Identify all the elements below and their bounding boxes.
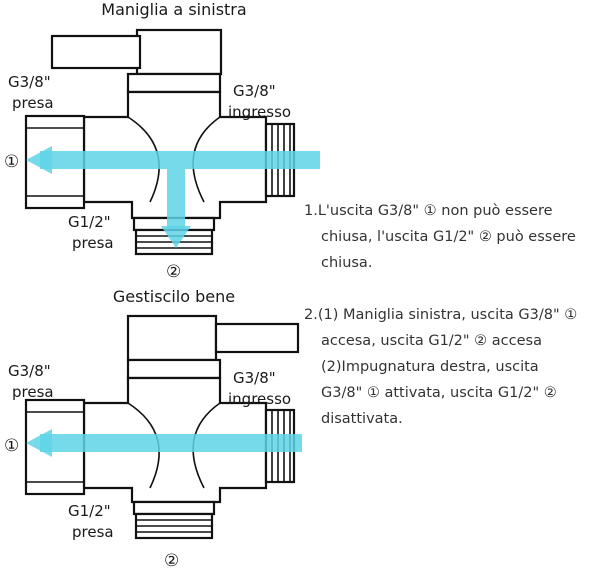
top-handle-lever xyxy=(135,28,223,76)
top-handle-grip xyxy=(50,34,142,70)
top-right-label-type: ingresso xyxy=(228,103,291,121)
bottom-bottom-label-size: G1/2" xyxy=(68,502,111,520)
bottom-flow-arrowhead-left xyxy=(26,429,52,457)
bottom-left-label-size: G3/8" xyxy=(8,362,51,380)
bottom-valve: Gestiscilo bene G3/8" presa G3/8" xyxy=(4,287,302,571)
bottom-right-label-type: ingresso xyxy=(228,390,291,408)
note-2-line: accesa, uscita G1/2" ② accesa xyxy=(321,333,542,349)
note-2-line: disattivata. xyxy=(321,411,403,427)
note-1-line: chiusa. xyxy=(321,255,373,271)
note-1-line: 1.L'uscita G3/8" ① non può essere xyxy=(304,203,553,219)
top-right-label-size: G3/8" xyxy=(233,82,276,100)
top-bottom-label-type: presa xyxy=(72,234,114,252)
top-marker-left: ① xyxy=(4,152,19,172)
top-flow-arrowhead-down xyxy=(161,226,191,248)
note-1: 1.L'uscita G3/8" ① non può essere chiusa… xyxy=(304,198,600,276)
note-1-line: chiusa, l'uscita G1/2" ② può essere xyxy=(321,229,576,245)
top-flow-vertical xyxy=(167,169,185,229)
bottom-flow-horizontal xyxy=(40,434,302,452)
bottom-title: Gestiscilo bene xyxy=(113,287,235,306)
top-marker-bottom: ② xyxy=(166,262,181,282)
bottom-bottom-collar xyxy=(132,500,216,516)
bottom-right-label-size: G3/8" xyxy=(233,369,276,387)
bottom-valve-neck xyxy=(126,358,222,380)
bottom-marker-bottom: ② xyxy=(164,551,179,571)
bottom-handle-lever xyxy=(126,314,218,362)
note-2-line: (2)Impugnatura destra, uscita xyxy=(321,359,539,375)
top-valve: Maniglia a sinistra G3/8" xyxy=(4,0,320,282)
top-title: Maniglia a sinistra xyxy=(101,0,246,19)
bottom-handle-grip xyxy=(214,322,300,354)
bottom-left-label-type: presa xyxy=(12,383,54,401)
top-flow-horizontal xyxy=(40,151,320,169)
note-2-line: 2.(1) Maniglia sinistra, uscita G3/8" ① xyxy=(304,307,578,323)
note-2: 2.(1) Maniglia sinistra, uscita G3/8" ① … xyxy=(304,302,600,432)
bottom-marker-left: ① xyxy=(4,436,19,456)
top-flow-arrowhead-left xyxy=(26,146,52,174)
bottom-bottom-label-type: presa xyxy=(72,523,114,541)
top-valve-neck xyxy=(126,72,222,94)
top-left-label-type: presa xyxy=(12,94,54,112)
note-2-line: G3/8" ① attivata, uscita G1/2" ② xyxy=(321,385,557,401)
top-left-label-size: G3/8" xyxy=(8,73,51,91)
top-bottom-label-size: G1/2" xyxy=(68,213,111,231)
